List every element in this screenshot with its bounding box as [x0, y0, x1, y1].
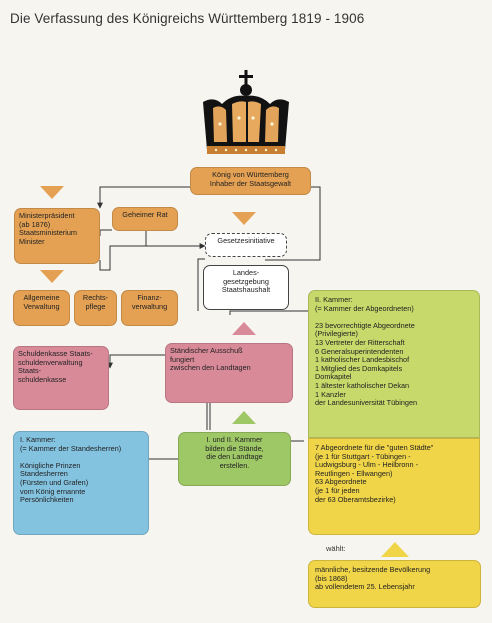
rechtspflege-box: Rechts- pflege — [74, 290, 117, 326]
zweite-kammer-text: II. Kammer: (= Kammer der Abgeordneten) … — [315, 295, 418, 408]
waehler-text: männliche, besitzende Bevölkerung (bis 1… — [315, 565, 431, 592]
geheimer-rat-box: Geheimer Rat — [112, 207, 178, 231]
finanzverwaltung-text: Finanz- verwaltung — [131, 293, 168, 311]
triangle-green — [232, 411, 256, 424]
landtag-box: I. und II. Kammer bilden die Stände, die… — [178, 432, 291, 486]
landtag-text: I. und II. Kammer bilden die Stände, die… — [205, 435, 264, 470]
page-title: Die Verfassung des Königreichs Württembe… — [10, 11, 365, 26]
ausschuss-box: Ständischer Ausschuß fungiert zwischen d… — [165, 343, 293, 403]
triangle-orange-2 — [232, 212, 256, 225]
zweite-kammer-box: II. Kammer: (= Kammer der Abgeordneten) … — [308, 290, 480, 438]
geheimer-rat-text: Geheimer Rat — [122, 210, 168, 219]
landesgesetzgebung-box: Landes- gesetzgebung Staatshaushalt — [203, 265, 289, 310]
schuldenkasse-text: Schuldenkasse Staats- schuldenverwaltung… — [18, 349, 93, 384]
verwaltung-text: Allgemeine Verwaltung — [23, 293, 60, 311]
finanzverwaltung-box: Finanz- verwaltung — [121, 290, 178, 326]
gesetzesinitiative-text: Gesetzesinitiative — [217, 236, 275, 245]
erste-kammer-box: I. Kammer: (= Kammer der Standesherren) … — [13, 431, 149, 535]
ausschuss-text: Ständischer Ausschuß fungiert zwischen d… — [170, 346, 251, 373]
ministerpraesident-box: Ministerpräsident (ab 1876) Staatsminist… — [14, 208, 100, 264]
landesgesetzgebung-text: Landes- gesetzgebung Staatshaushalt — [221, 268, 271, 295]
rechtspflege-text: Rechts- pflege — [82, 293, 109, 311]
triangle-orange-1 — [40, 186, 64, 199]
triangle-orange-3 — [40, 270, 64, 283]
schuldenkasse-box: Schuldenkasse Staats- schuldenverwaltung… — [13, 346, 109, 410]
verwaltung-box: Allgemeine Verwaltung — [13, 290, 70, 326]
abgeordnete-text: 7 Abgeordnete für die "guten Städte" (je… — [315, 443, 434, 504]
waehler-label: wählt: — [326, 544, 346, 553]
gesetzesinitiative-box: Gesetzesinitiative — [205, 233, 287, 257]
triangle-yellow — [381, 542, 409, 557]
triangle-pink — [232, 322, 256, 335]
koenig-box: König von Württemberg Inhaber der Staats… — [190, 167, 311, 195]
crown-icon — [203, 70, 289, 154]
erste-kammer-text: I. Kammer: (= Kammer der Standesherren) … — [20, 435, 122, 505]
waehler-box: männliche, besitzende Bevölkerung (bis 1… — [308, 560, 481, 608]
ministerpraesident-text: Ministerpräsident (ab 1876) Staatsminist… — [19, 211, 77, 246]
abgeordnete-box: 7 Abgeordnete für die "guten Städte" (je… — [308, 438, 480, 535]
koenig-text: König von Württemberg Inhaber der Staats… — [209, 170, 292, 188]
